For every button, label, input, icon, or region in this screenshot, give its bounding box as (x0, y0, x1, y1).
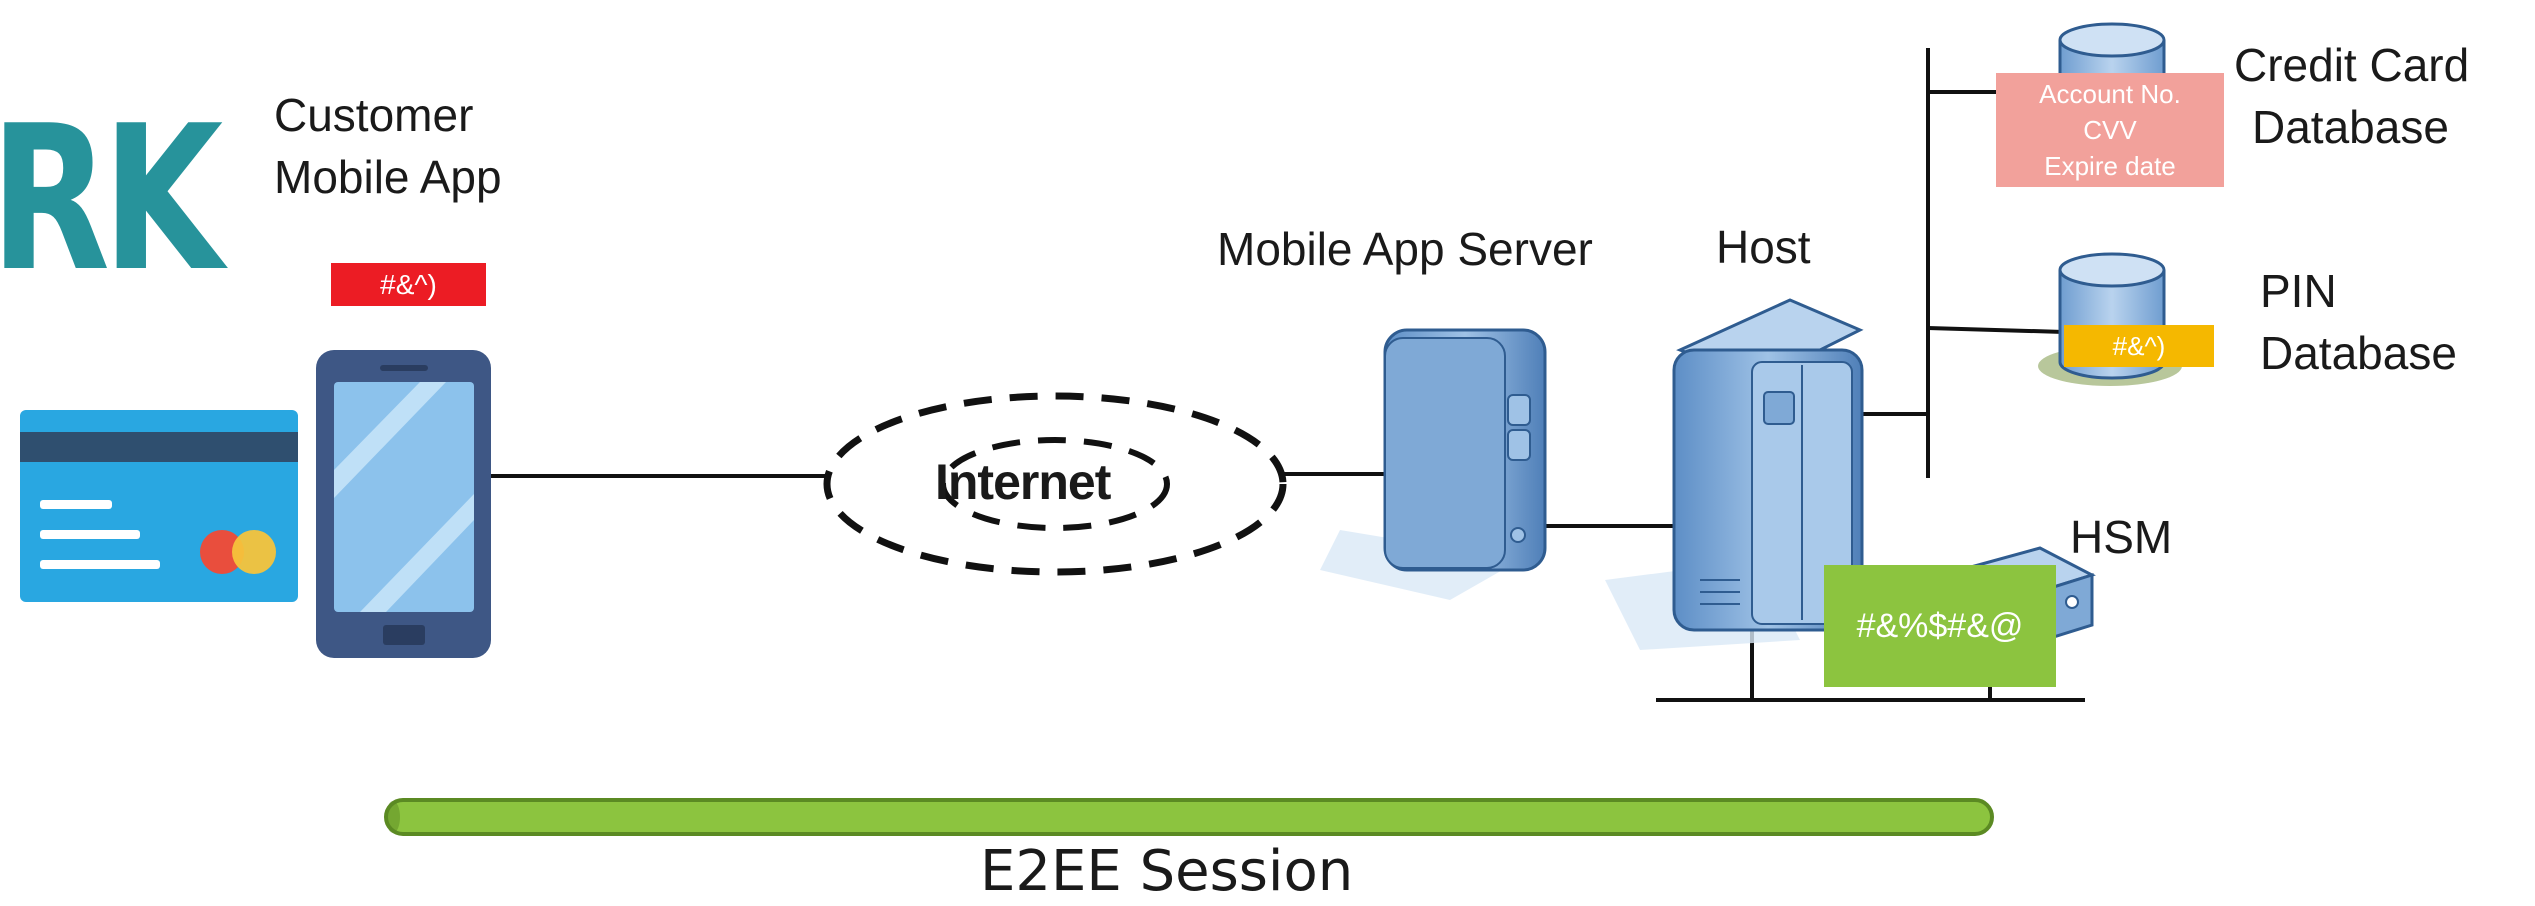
credit-card-icon (20, 410, 298, 602)
internet-cloud-icon (823, 392, 1287, 576)
cvv-field: CVV (2083, 115, 2137, 145)
account-number-field: Account No. (2039, 79, 2181, 109)
internet-label: Internet (935, 454, 1111, 510)
host-label: Host (1716, 221, 1811, 273)
e2ee-session-label: E2EE Session (980, 839, 1354, 904)
hsm-label: HSM (2070, 511, 2173, 563)
pin-db-label-line2: Database (2260, 327, 2457, 379)
customer-app-label-line2: Mobile App (274, 151, 502, 203)
connection-lines (488, 48, 2085, 702)
e2ee-session-bar (384, 798, 1994, 836)
expire-date-field: Expire date (2044, 151, 2176, 181)
pin-db-label-line1: PIN (2260, 265, 2337, 317)
credit-card-fields-tag: Account No. CVV Expire date (1996, 73, 2224, 187)
encrypted-pin-tag-app: #&^) (331, 263, 486, 306)
encrypted-pin-tag-db: #&^) (2064, 325, 2214, 367)
brand-logo-fragment: RK (0, 83, 223, 316)
customer-app-label-line1: Customer (274, 89, 474, 141)
pin-db-link (1927, 326, 2065, 334)
credit-card-db-label-line2: Database (2252, 101, 2449, 153)
encrypted-pin-tag-hsm: #&%$#&@ (1824, 565, 2056, 687)
host-tower-icon (1605, 298, 1864, 650)
credit-card-db-label-line1: Credit Card (2234, 39, 2470, 91)
mobile-phone-icon (316, 350, 491, 658)
mobile-app-server-label: Mobile App Server (1217, 223, 1593, 275)
server-icon (1320, 328, 1547, 600)
